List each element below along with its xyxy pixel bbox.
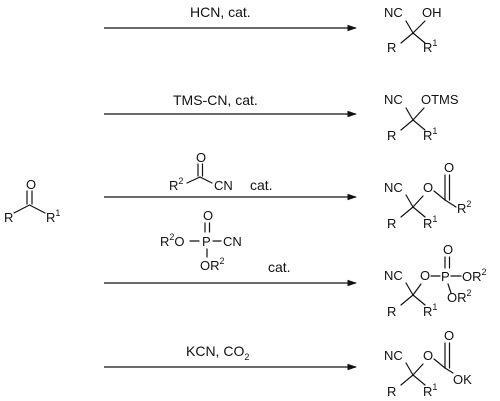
product-3-r1: R1 [423,214,437,231]
reaction-3: O R2 CN cat. NC O O R2 R R1 [104,150,471,231]
product-5-bond-nc [405,362,414,376]
product-2-bond-o [412,107,425,121]
reagent-label-5: KCN, CO2 [186,343,249,362]
product-5-bond-r1 [412,374,426,386]
reagent-4-oxygen: O [203,208,213,223]
product-5-ok: OK [453,372,472,387]
product-5-bond-oc [433,358,446,369]
reagent-4-cat: cat. [268,259,291,275]
reagent-3-cat: cat. [250,177,273,193]
reagent-4-cyanophosphonate: O R2O P CN OR2 [160,208,242,273]
product-2-bond-r [400,119,414,131]
product-3-r: R [387,216,396,231]
product-4-bond-nc [405,282,414,296]
product-2-r: R [387,128,396,143]
substrate-ketone: O R R1 [4,177,60,225]
product-4-ester-o: O [420,268,430,283]
reaction-4: O R2O P CN OR2 cat. NC O P O OR2 OR2 [104,208,487,319]
product-1: NC OH R R1 [384,5,442,55]
product-1-bond-r [400,32,414,44]
reagent-4-or2: OR2 [200,256,225,273]
reagent-3-cn: CN [214,178,233,193]
product-4-or2b: OR2 [447,288,472,305]
product-3-bond-cr2 [444,199,457,208]
product-1-bond-o [412,20,426,34]
product-4-r1: R1 [423,302,437,319]
product-1-r1: R1 [423,38,437,55]
product-2-bond-nc [405,107,414,121]
product-4-or2a: OR2 [462,267,487,284]
product-5: NC O O OK R R1 [384,328,472,399]
product-5-bond-c-ok [444,367,454,374]
product-5-carbonyl-o: O [444,328,454,343]
product-3-bond-r1 [412,206,426,218]
product-4-bond-r [400,294,414,306]
reagent-4-p: P [202,234,211,249]
product-5-bond-o [412,363,424,376]
product-3-nc: NC [384,180,403,195]
product-1-bond-r1 [412,32,426,44]
product-5-ester-o: O [423,348,433,363]
product-5-r: R [387,384,396,399]
reagent-3-r2: R2 [169,176,183,193]
product-5-nc: NC [384,348,403,363]
product-4-r: R [387,304,396,319]
product-3-carbonyl-o: O [444,160,454,175]
product-1-nc: NC [384,5,403,20]
reagent-label-1: HCN, cat. [190,4,251,20]
reagent-3-bond-cn [199,176,213,184]
product-3-ester-o: O [423,180,433,195]
reagent-label-2: TMS-CN, cat. [173,92,258,108]
substrate-carbonyl-oxygen: O [26,177,36,192]
substrate-r: R [4,210,13,225]
product-3: NC O O R2 R R1 [384,160,471,231]
product-4-bond-o [412,283,422,296]
product-2-nc: NC [384,92,403,107]
product-2-r1: R1 [423,126,437,143]
product-5-bond-r [400,374,414,386]
product-3-bond-nc [405,194,414,208]
product-4-p: P [441,269,450,284]
product-1-oh: OH [422,5,442,20]
product-1-bond-nc [405,20,414,34]
product-4: NC O P O OR2 OR2 R R1 [384,242,487,319]
product-4-nc: NC [384,268,403,283]
reaction-2: TMS-CN, cat. NC OTMS R R1 [104,92,459,143]
reagent-3-acyl-cyanide: O R2 CN [169,150,233,193]
product-3-bond-o [412,195,424,208]
product-2-bond-r1 [412,119,426,131]
reagent-4-cn: CN [223,234,242,249]
product-3-bond-r [400,206,414,218]
product-1-r: R [387,40,396,55]
product-5-r1: R1 [423,382,437,399]
substrate-r1: R1 [46,208,60,225]
product-2: NC OTMS R R1 [384,92,459,143]
product-4-bond-p-or-2 [447,283,452,294]
reaction-5: KCN, CO2 NC O O OK R R1 [104,328,472,399]
reagent-3-bond-r [186,176,201,184]
product-3-r2: R2 [457,199,471,216]
product-2-otms: OTMS [421,92,459,107]
reaction-1: HCN, cat. NC OH R R1 [104,4,442,55]
substrate-bond-r1 [28,204,46,214]
product-4-bond-r1 [412,294,426,306]
reagent-3-oxygen: O [196,150,206,165]
product-3-bond-oc [433,190,446,201]
product-4-phosphoryl-o: O [443,242,453,257]
substrate-bond-r [13,204,31,214]
reagent-4-r2o: R2O [160,232,185,249]
